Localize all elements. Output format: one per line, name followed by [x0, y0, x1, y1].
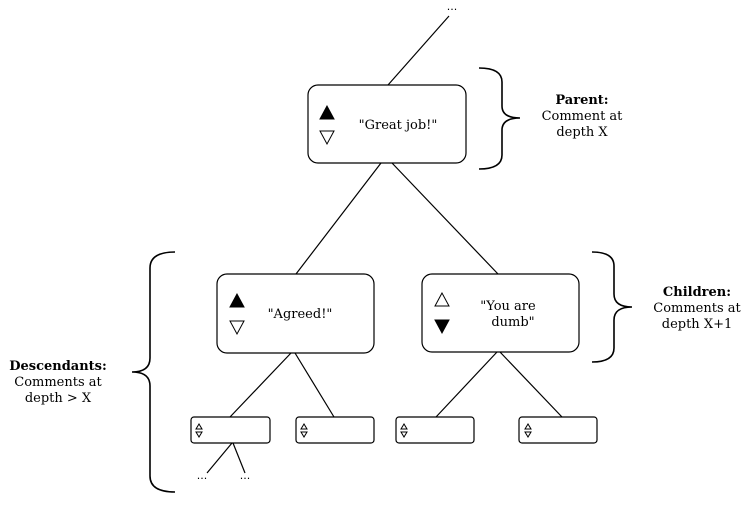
edge-gc1-to-ellipsis-right	[232, 442, 246, 474]
parent-label-line1: Comment at	[542, 109, 624, 124]
right-child-comment-text-line2: dumb"	[491, 315, 534, 330]
edge-left-child-to-gc2	[294, 352, 335, 418]
children-label-line2: depth X+1	[662, 317, 732, 332]
downvote-hollow-icon[interactable]	[319, 130, 335, 146]
edge-gc1-to-ellipsis-left	[206, 442, 233, 474]
bottom-ellipsis-right: ...	[240, 469, 251, 482]
right-child-comment-node: "You are dumb"	[421, 273, 580, 353]
grandchild-node-1	[190, 416, 271, 444]
upvote-icon[interactable]	[300, 423, 308, 430]
children-label-line1: Comments at	[653, 301, 741, 316]
upvote-icon[interactable]	[400, 423, 408, 430]
upvote-hollow-icon[interactable]	[434, 291, 450, 307]
parent-brace	[478, 67, 521, 170]
parent-label-line2: depth X	[556, 125, 608, 140]
descendants-label-line2: depth > X	[25, 391, 92, 406]
left-child-comment-text: "Agreed!"	[268, 307, 333, 322]
top-ellipsis: ...	[447, 0, 458, 13]
grandchild-box	[518, 416, 598, 444]
bottom-ellipsis-left: ...	[197, 469, 208, 482]
descendants-label-line1: Comments at	[14, 375, 102, 390]
children-label-title: Children:	[663, 285, 731, 300]
downvote-icon[interactable]	[524, 431, 532, 438]
grandchild-box	[190, 416, 271, 444]
descendants-brace	[131, 251, 176, 493]
edge-left-child-to-gc1	[229, 352, 292, 418]
edge-parent-to-right-child	[391, 162, 499, 275]
edge-root-to-parent	[387, 15, 450, 86]
grandchild-box	[395, 416, 475, 444]
edge-right-child-to-gc3	[435, 351, 498, 418]
grandchild-node-4	[518, 416, 598, 444]
children-brace	[591, 251, 633, 363]
upvote-icon[interactable]	[195, 423, 203, 430]
right-child-comment-text-line1: "You are	[480, 299, 536, 314]
downvote-icon[interactable]	[400, 431, 408, 438]
descendants-label-title: Descendants:	[9, 359, 107, 374]
edge-parent-to-left-child	[295, 162, 382, 275]
grandchild-node-3	[395, 416, 475, 444]
downvote-filled-icon[interactable]	[434, 319, 450, 335]
upvote-filled-icon[interactable]	[229, 292, 245, 308]
parent-comment-text: "Great job!"	[359, 118, 438, 133]
left-child-comment-node: "Agreed!"	[216, 273, 375, 354]
grandchild-node-2	[295, 416, 375, 444]
parent-comment-box	[307, 84, 467, 164]
parent-comment-node: "Great job!"	[307, 84, 467, 164]
downvote-hollow-icon[interactable]	[229, 320, 245, 336]
grandchild-box	[295, 416, 375, 444]
edge-right-child-to-gc4	[499, 351, 563, 418]
downvote-icon[interactable]	[300, 431, 308, 438]
parent-label-title: Parent:	[555, 93, 608, 108]
downvote-icon[interactable]	[195, 431, 203, 438]
upvote-icon[interactable]	[524, 423, 532, 430]
upvote-filled-icon[interactable]	[319, 104, 335, 120]
